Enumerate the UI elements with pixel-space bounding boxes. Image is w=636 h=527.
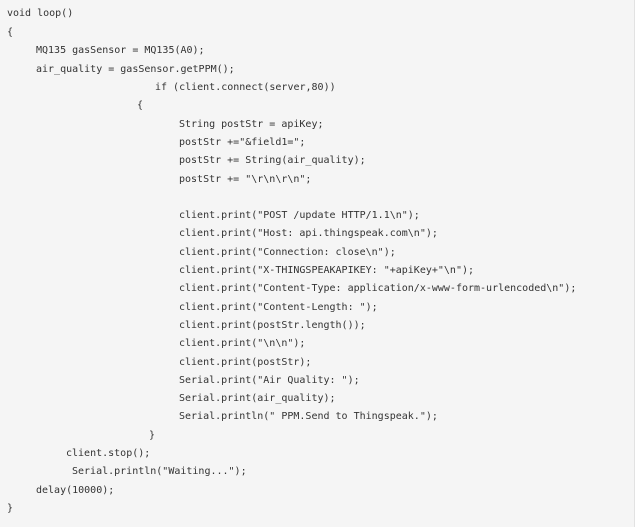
code-line: client.print("POST /update HTTP/1.1\n"); bbox=[179, 210, 420, 221]
code-line: postStr +="&field1="; bbox=[179, 137, 306, 148]
code-line: delay(10000); bbox=[36, 485, 115, 496]
code-line: void loop() bbox=[7, 8, 74, 19]
code-line: if (client.connect(server,80)) bbox=[155, 82, 336, 93]
code-line: client.print("Connection: close\n"); bbox=[179, 247, 396, 258]
code-line: { bbox=[137, 100, 144, 111]
code-line: postStr += String(air_quality); bbox=[179, 155, 366, 166]
code-line: client.print(postStr); bbox=[179, 357, 312, 368]
code-line: client.print("Content-Type: application/… bbox=[179, 283, 577, 294]
code-line: client.print("X-THINGSPEAKAPIKEY: "+apiK… bbox=[179, 265, 475, 276]
code-line: client.print("Host: api.thingspeak.com\n… bbox=[179, 228, 438, 239]
code-line: client.print(postStr.length()); bbox=[179, 320, 366, 331]
code-line: { bbox=[7, 27, 14, 38]
code-line: postStr += "\r\n\r\n"; bbox=[179, 174, 312, 185]
code-line: Serial.println(" PPM.Send to Thingspeak.… bbox=[179, 411, 438, 422]
code-line: Serial.println("Waiting..."); bbox=[72, 466, 247, 477]
code-line: client.print("Content-Length: "); bbox=[179, 302, 378, 313]
code-line: client.stop(); bbox=[66, 448, 151, 459]
code-line: Serial.print(air_quality); bbox=[179, 393, 336, 404]
code-line: } bbox=[149, 430, 156, 441]
code-line: Serial.print("Air Quality: "); bbox=[179, 375, 360, 386]
code-line: client.print("\n\n"); bbox=[179, 338, 306, 349]
code-line: air_quality = gasSensor.getPPM(); bbox=[36, 64, 235, 75]
code-line: String postStr = apiKey; bbox=[179, 119, 324, 130]
code-line: MQ135 gasSensor = MQ135(A0); bbox=[36, 45, 205, 56]
code-line: } bbox=[7, 503, 14, 514]
